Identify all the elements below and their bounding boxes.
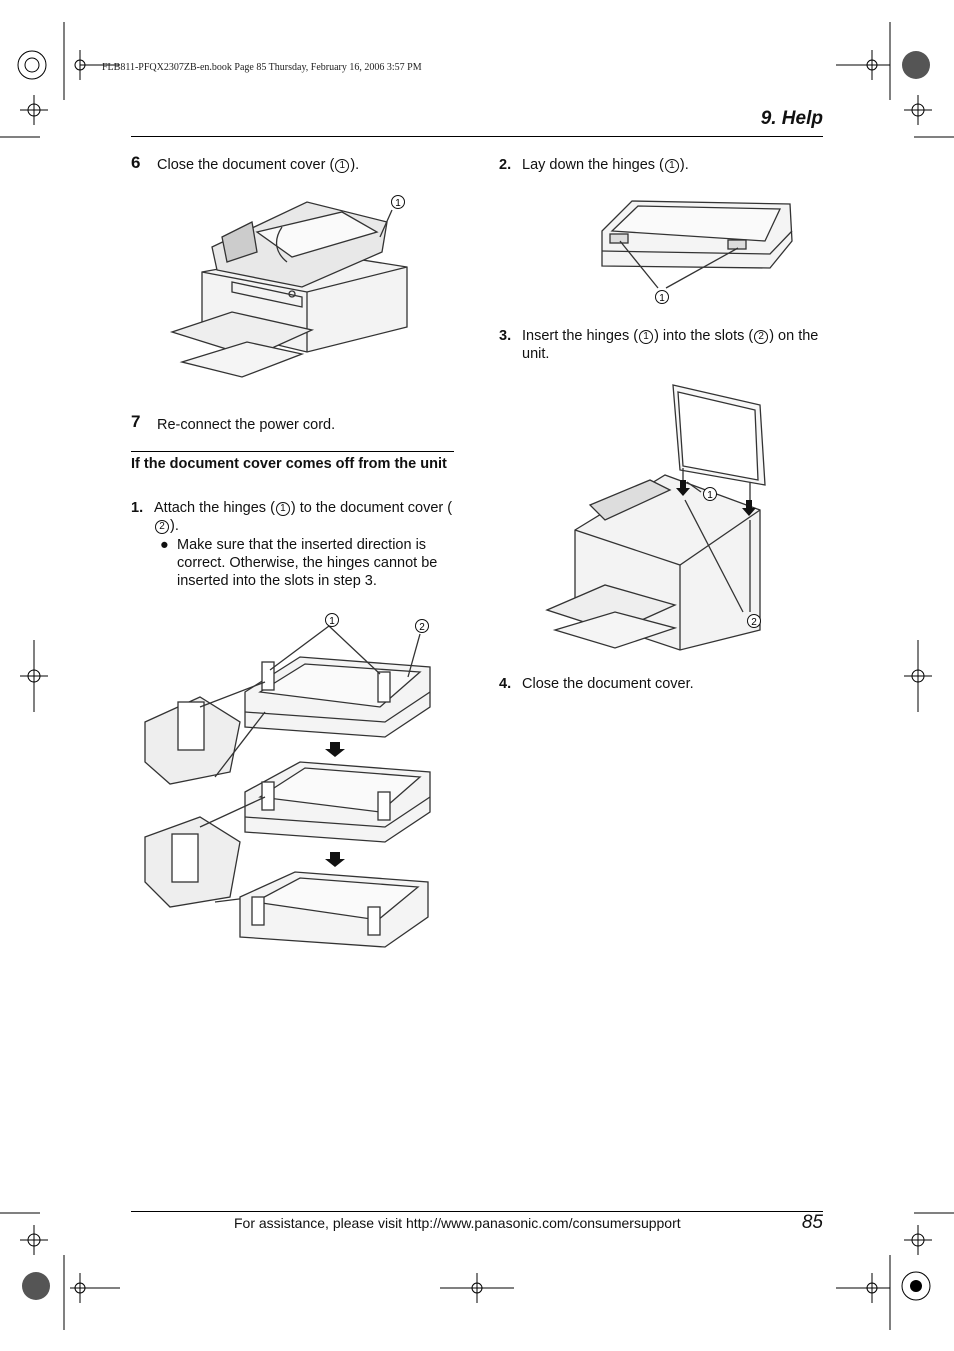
attach-hinges-figure: 1 2 [144,613,431,948]
item-2-text: Lay down the hinges (1). [522,156,689,174]
step-6-pre: Close the document cover ( [157,157,335,173]
section-title: 9. Help [760,108,823,129]
item-3-mid: ) into the slots ( [654,328,754,344]
print-info: FLB811-PFQX2307ZB-en.book Page 85 Thursd… [102,62,422,73]
item-3-pre: Insert the hinges ( [522,328,639,344]
fig-marker-1: 1 [395,198,401,209]
step-6-text: Close the document cover (1). [157,156,359,174]
footer-rule [131,1211,823,1212]
item-4-number: 4. [499,676,512,692]
marker-2: 2 [754,330,769,344]
marker-1: 1 [275,502,290,516]
item-3-post: ) on the unit. [522,328,819,362]
item-1-pre: Attach the hinges ( [154,500,275,516]
step-6-post: ). [350,157,360,173]
fig-marker-2: 2 [419,622,425,633]
item-1-post: ). [170,518,179,534]
fig-marker-1: 1 [329,616,335,627]
header-rule [131,136,823,137]
step-7-number: 7 [131,412,141,431]
fig-marker-2: 2 [751,617,757,628]
step-6-number: 6 [131,153,141,172]
fig-marker-1: 1 [707,490,713,501]
assistance-text: For assistance, please visit http://www.… [234,1215,681,1231]
lay-down-hinges-figure: 1 [601,200,793,304]
item-1-number: 1. [131,500,144,516]
marker-1: 1 [335,159,350,173]
item-2-number: 2. [499,157,512,173]
insert-hinges-figure: 1 2 [545,384,766,651]
marker-1: 1 [664,159,679,173]
item-3-text: Insert the hinges (1) into the slots (2)… [522,327,822,363]
item-4-text: Close the document cover. [522,676,694,692]
subhead-rule [131,451,454,452]
subhead: If the document cover comes off from the… [131,456,447,472]
item-1-bullet: Make sure that the inserted direction is… [177,537,438,589]
item-2-pre: Lay down the hinges ( [522,157,664,173]
item-2-post: ). [679,157,689,173]
item-1-mid: ) to the document cover ( [290,500,453,516]
marker-1: 1 [639,330,654,344]
item-1-text: Attach the hinges (1) to the document co… [154,499,454,535]
page-number: 85 [801,1212,823,1233]
bullet-dot: ● [160,537,169,553]
item-3-number: 3. [499,328,512,344]
marker-2: 2 [155,520,169,534]
fig-marker-1: 1 [659,293,665,304]
device-close-cover-figure: 1 [169,195,408,378]
step-7-text: Re-connect the power cord. [157,417,336,433]
